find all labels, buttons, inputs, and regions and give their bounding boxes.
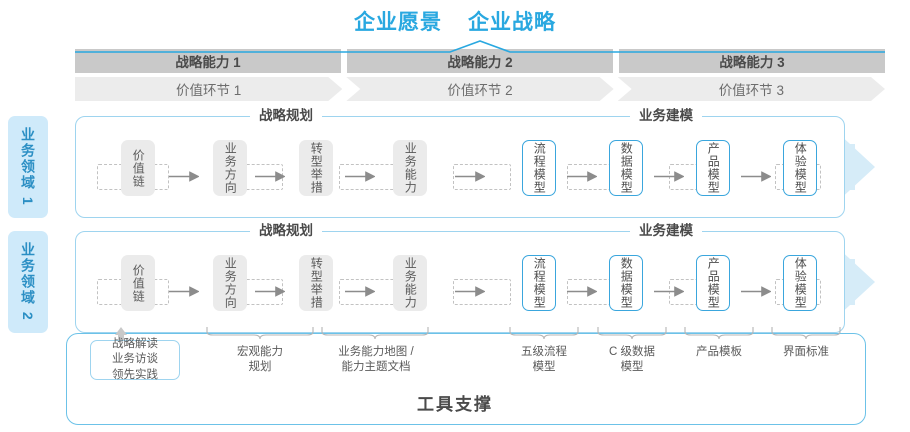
annotation-macro-capability-plan: 宏观能力 规划 bbox=[237, 346, 283, 374]
title-connector-line bbox=[75, 40, 885, 53]
node-business-direction[interactable]: 业务方向 bbox=[213, 140, 247, 196]
flow-arrow-icon bbox=[345, 286, 375, 297]
brace-connector bbox=[206, 327, 314, 340]
brace-connector bbox=[684, 327, 754, 340]
annotation-product-template: 产品模板 bbox=[696, 346, 742, 358]
footer-title-tool-support: 工具支撑 bbox=[417, 395, 493, 414]
value-chain-row: 价值环节 1 价值环节 2 价值环节 3 bbox=[75, 77, 885, 101]
title-row: 企业愿景 企业战略 bbox=[0, 6, 910, 36]
tool-support-container bbox=[66, 333, 866, 425]
title-enterprise-strategy: 企业战略 bbox=[468, 11, 556, 34]
annotation-strategy-inputs[interactable]: 战略解读 业务访谈 领先实践 bbox=[90, 338, 180, 381]
brace-connector bbox=[509, 327, 579, 340]
node-data-model[interactable]: 数据模型 bbox=[609, 140, 643, 196]
annotation-five-level-process-model: 五级流程 模型 bbox=[521, 346, 567, 374]
flow-arrow-icon bbox=[654, 286, 684, 297]
legend-strategic-planning: 战略规划 bbox=[250, 222, 322, 240]
flow-arrow-icon bbox=[255, 171, 285, 182]
flow-arrow-icon bbox=[654, 171, 684, 182]
node-product-model[interactable]: 产品模型 bbox=[696, 140, 730, 196]
capability-bar-row: 战略能力 1 战略能力 2 战略能力 3 bbox=[75, 49, 885, 73]
brace-connector bbox=[321, 327, 429, 340]
domain-label-1[interactable]: 业务领域 1 bbox=[8, 116, 48, 218]
brace-connector bbox=[771, 327, 841, 340]
node-business-direction[interactable]: 业务方向 bbox=[213, 255, 247, 311]
track-segment bbox=[453, 164, 511, 190]
node-product-model[interactable]: 产品模型 bbox=[696, 255, 730, 311]
annotation-ui-standard: 界面标准 bbox=[783, 346, 829, 358]
node-value-chain[interactable]: 价值链 bbox=[121, 140, 155, 196]
flow-arrow-icon bbox=[455, 286, 485, 297]
upward-arrow-icon bbox=[115, 327, 127, 341]
flow-arrow-icon bbox=[455, 171, 485, 182]
node-experience-model[interactable]: 体验模型 bbox=[783, 140, 817, 196]
track-segment bbox=[453, 279, 511, 305]
value-chain-3[interactable]: 价值环节 3 bbox=[618, 77, 885, 101]
node-data-model[interactable]: 数据模型 bbox=[609, 255, 643, 311]
brace-connector bbox=[597, 327, 667, 340]
annotation-capability-map: 业务能力地图 / 能力主题文档 bbox=[338, 346, 414, 374]
flow-arrow-icon bbox=[169, 171, 199, 182]
capability-bar-2[interactable]: 战略能力 2 bbox=[347, 49, 613, 73]
flow-arrow-icon bbox=[169, 286, 199, 297]
annotation-c-level-data-model: C 级数据 模型 bbox=[609, 346, 655, 374]
capability-bar-1[interactable]: 战略能力 1 bbox=[75, 49, 341, 73]
flow-arrow-icon bbox=[345, 171, 375, 182]
legend-business-modeling: 业务建模 bbox=[630, 107, 702, 125]
legend-strategic-planning: 战略规划 bbox=[250, 107, 322, 125]
domain-label-2[interactable]: 业务领域 2 bbox=[8, 231, 48, 333]
title-enterprise-vision: 企业愿景 bbox=[354, 11, 442, 34]
flow-arrow-icon bbox=[567, 286, 597, 297]
node-experience-model[interactable]: 体验模型 bbox=[783, 255, 817, 311]
flow-arrow-icon bbox=[255, 286, 285, 297]
business-domain-lane-2: 战略规划 业务建模 价值链 业务方向 转型举措 业务能力 流程模型 数据模型 产… bbox=[75, 222, 875, 333]
node-value-chain[interactable]: 价值链 bbox=[121, 255, 155, 311]
node-process-model[interactable]: 流程模型 bbox=[522, 255, 556, 311]
legend-business-modeling: 业务建模 bbox=[630, 222, 702, 240]
node-business-capability[interactable]: 业务能力 bbox=[393, 140, 427, 196]
flow-arrow-icon bbox=[741, 286, 771, 297]
node-transformation[interactable]: 转型举措 bbox=[299, 255, 333, 311]
value-chain-1[interactable]: 价值环节 1 bbox=[75, 77, 342, 101]
node-process-model[interactable]: 流程模型 bbox=[522, 140, 556, 196]
capability-bar-3[interactable]: 战略能力 3 bbox=[619, 49, 885, 73]
node-transformation[interactable]: 转型举措 bbox=[299, 140, 333, 196]
node-business-capability[interactable]: 业务能力 bbox=[393, 255, 427, 311]
value-chain-2[interactable]: 价值环节 2 bbox=[346, 77, 613, 101]
flow-arrow-icon bbox=[741, 171, 771, 182]
flow-arrow-icon bbox=[567, 171, 597, 182]
business-domain-lane-1: 战略规划 业务建模 价值链 业务方向 转型举措 业务能力 流程模型 数据模型 产… bbox=[75, 107, 875, 218]
